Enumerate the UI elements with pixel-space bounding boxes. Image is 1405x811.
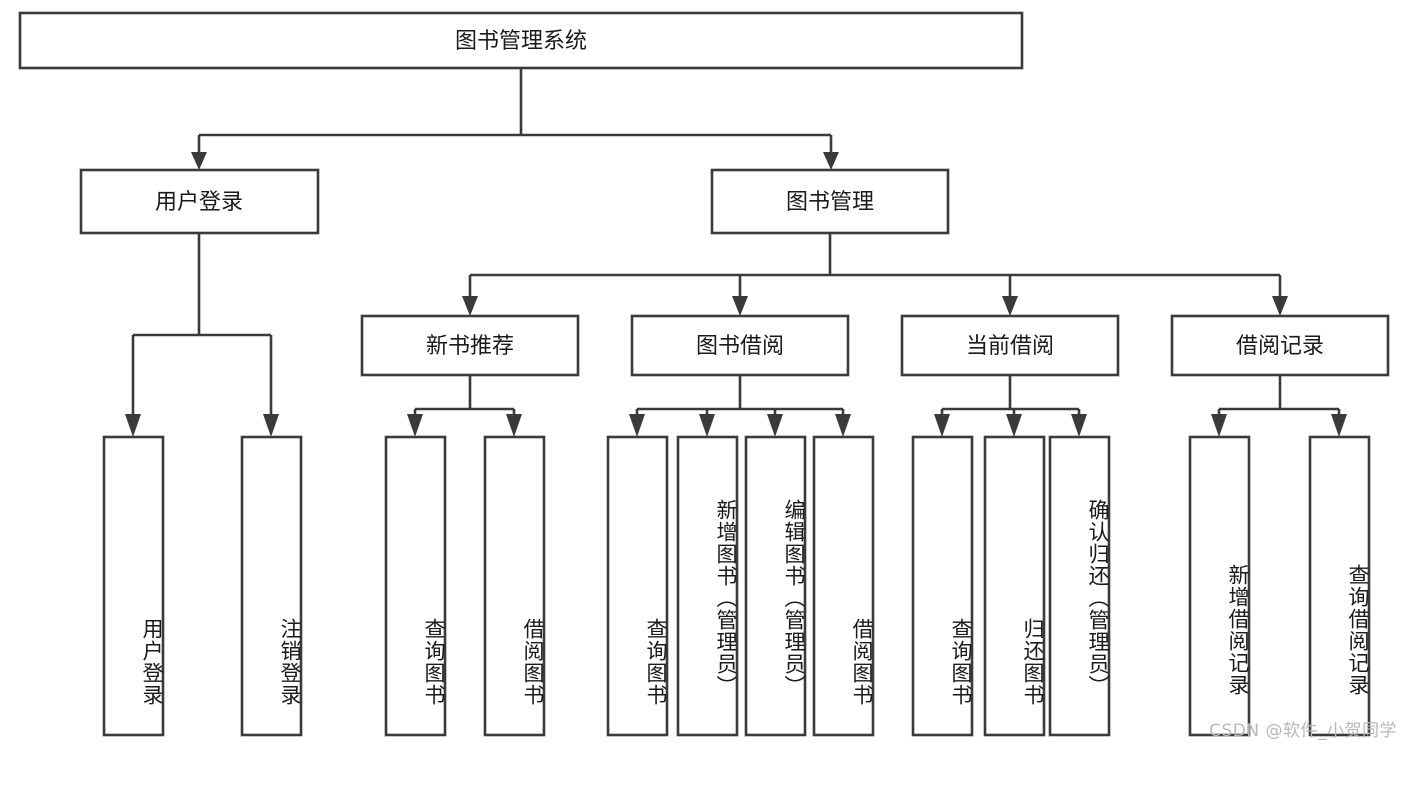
arrow-to-book-borrow xyxy=(732,296,748,316)
arrowhead-layer xyxy=(125,152,1347,437)
arrow-to-leaf-10 xyxy=(1006,414,1022,437)
arrow-to-leaf-2 xyxy=(263,414,279,437)
node-leaf-1-box[interactable] xyxy=(102,435,165,737)
node-user-login-box[interactable] xyxy=(79,168,320,235)
connector-layer xyxy=(131,68,1341,420)
node-leaf-3-box[interactable] xyxy=(384,435,447,737)
node-new-book-rec-label: 新书推荐 xyxy=(426,334,514,359)
arrow-to-leaf-5 xyxy=(629,414,645,437)
node-leaf-12-box[interactable] xyxy=(1188,435,1251,737)
node-leaf-4-box[interactable] xyxy=(483,435,546,737)
arrow-to-leaf-13 xyxy=(1331,414,1347,437)
arrow-to-new-book-rec xyxy=(462,296,478,316)
node-root-box[interactable] xyxy=(18,11,1024,70)
node-borrow-record-label: 借阅记录 xyxy=(1236,334,1324,359)
connector-currentborrow-to-leaves xyxy=(940,375,1081,420)
arrow-to-book-manage xyxy=(823,152,839,170)
node-leaf-7-box[interactable] xyxy=(744,435,807,737)
node-book-borrow-label: 图书借阅 xyxy=(696,334,784,359)
node-root-label: 图书管理系统 xyxy=(455,29,587,54)
connector-root-to-level2 xyxy=(197,68,833,158)
node-leaf-10-box[interactable] xyxy=(983,435,1046,737)
connector-borrowrecord-to-leaves xyxy=(1217,375,1341,420)
arrow-to-leaf-11 xyxy=(1071,414,1087,437)
arrow-to-leaf-3 xyxy=(407,414,423,437)
diagram-canvas: 图书管理系统 用户登录 图书管理 新书推荐 图书借阅 当前 xyxy=(18,11,1390,737)
connector-bookborrow-to-leaves xyxy=(635,375,845,420)
arrow-to-borrow-record xyxy=(1272,296,1288,316)
node-leaf-2-box[interactable] xyxy=(240,435,303,737)
node-user-login-label: 用户登录 xyxy=(155,190,243,215)
node-book-manage[interactable]: 图书管理 xyxy=(710,168,950,235)
node-leaf-6-box[interactable] xyxy=(676,435,739,737)
arrow-to-leaf-12 xyxy=(1211,414,1227,437)
arrow-to-leaf-8 xyxy=(835,414,851,437)
arrow-to-leaf-4 xyxy=(506,414,522,437)
arrow-to-leaf-7 xyxy=(767,414,783,437)
node-leaf-13-box[interactable] xyxy=(1308,435,1371,737)
arrow-to-leaf-1 xyxy=(125,414,141,437)
connector-newbookrec-to-leaves xyxy=(413,375,516,420)
node-current-borrow-label: 当前借阅 xyxy=(966,334,1054,359)
node-borrow-record-box[interactable] xyxy=(1170,314,1390,377)
node-book-borrow[interactable]: 图书借阅 xyxy=(630,314,850,377)
node-book-manage-box[interactable] xyxy=(710,168,950,235)
arrow-to-current-borrow xyxy=(1002,296,1018,316)
org-chart-diagram: 图书管理系统 用户登录 图书管理 新书推荐 图书借阅 当前 xyxy=(18,11,1397,741)
node-leaf-11-box[interactable] xyxy=(1048,435,1111,737)
connector-userlogin-to-leaves xyxy=(131,233,273,420)
node-current-borrow[interactable]: 当前借阅 xyxy=(900,314,1120,377)
leaf-box-layer xyxy=(102,435,1371,737)
node-root[interactable]: 图书管理系统 xyxy=(18,11,1024,70)
node-book-manage-label: 图书管理 xyxy=(786,190,874,215)
node-new-book-rec-box[interactable] xyxy=(360,314,580,377)
node-layer: 图书管理系统 用户登录 图书管理 新书推荐 图书借阅 当前 xyxy=(18,11,1390,737)
connector-bookmanage-to-level3 xyxy=(468,233,1282,300)
arrow-to-user-login xyxy=(191,152,207,170)
node-leaf-5-box[interactable] xyxy=(606,435,669,737)
node-user-login[interactable]: 用户登录 xyxy=(79,168,320,235)
node-borrow-record[interactable]: 借阅记录 xyxy=(1170,314,1390,377)
node-current-borrow-box[interactable] xyxy=(900,314,1120,377)
arrow-to-leaf-6 xyxy=(699,414,715,437)
watermark-text: CSDN @软件_小贺同学 xyxy=(1209,721,1397,741)
node-leaf-8-box[interactable] xyxy=(812,435,875,737)
node-new-book-rec[interactable]: 新书推荐 xyxy=(360,314,580,377)
node-book-borrow-box[interactable] xyxy=(630,314,850,377)
node-leaf-9-box[interactable] xyxy=(911,435,974,737)
arrow-to-leaf-9 xyxy=(934,414,950,437)
